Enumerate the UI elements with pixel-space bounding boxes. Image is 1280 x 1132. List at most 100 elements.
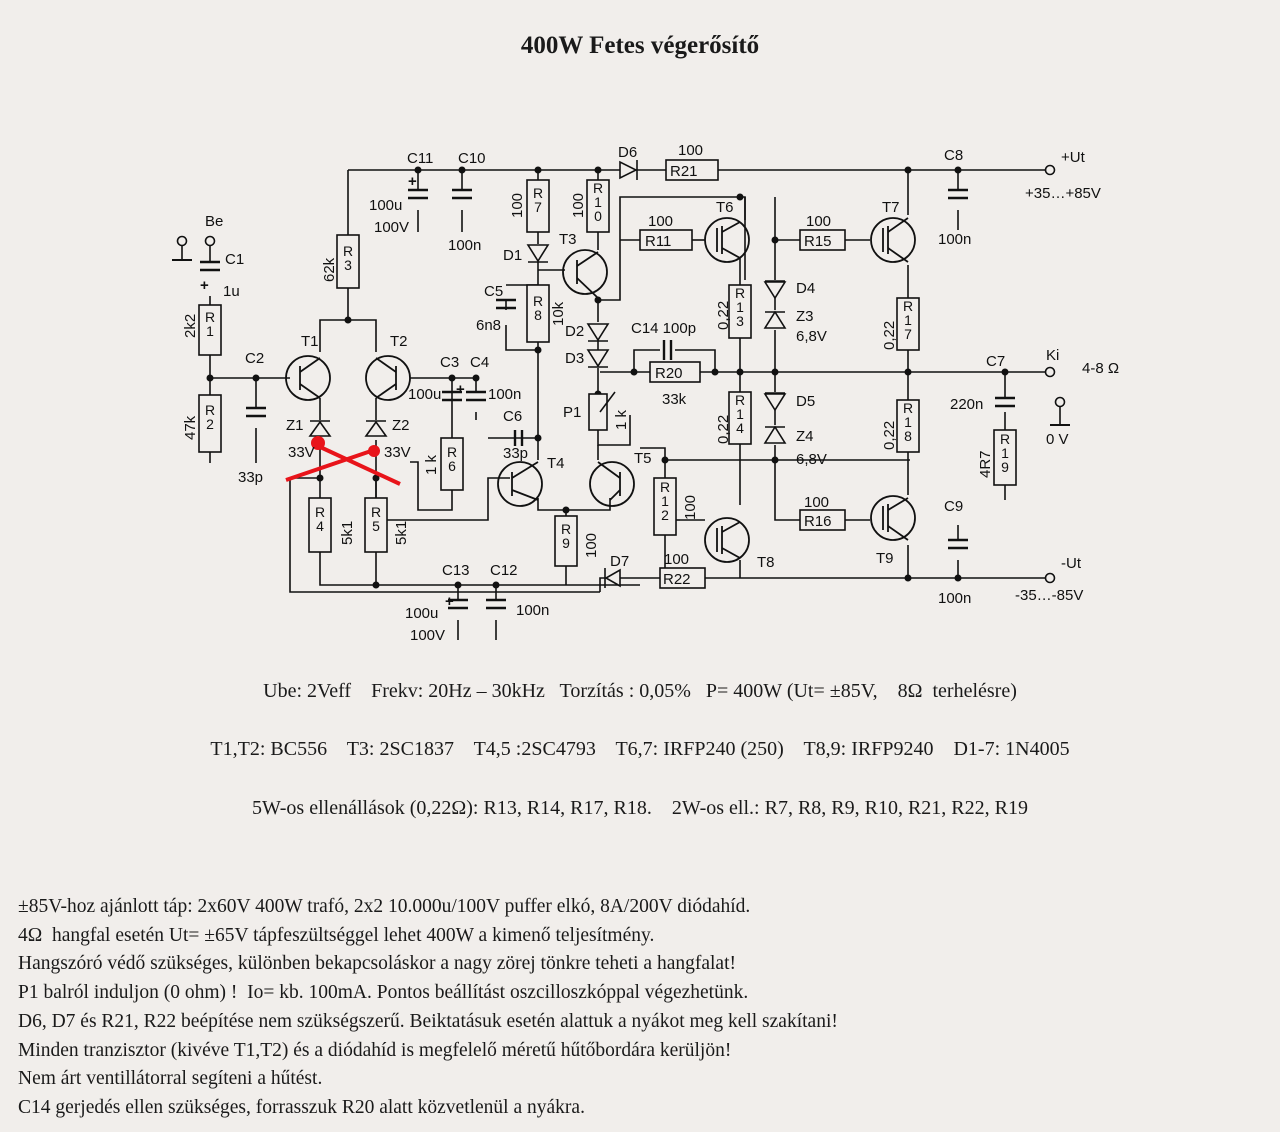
note-line: Hangszóró védő szükséges, különben bekap… [18,953,736,975]
lbl-t8: T8 [757,554,775,571]
lbl-c6: C6 [503,408,522,425]
lbl-c2-val: 33p [238,469,263,486]
lbl-d2: D2 [565,323,584,340]
lbl-r16-val: 100 [804,494,829,511]
spec-line-3: 5W-os ellenállások (0,22Ω): R13, R14, R1… [252,797,1028,819]
svg-text:+: + [445,593,454,610]
resistors [198,159,1017,589]
lbl-r21-val: 100 [678,142,703,159]
lbl-r6-val: 1 k [423,454,440,475]
note-line: C14 gerjedés ellen szükséges, forrasszuk… [18,1096,585,1118]
lbl-c12: C12 [490,562,518,579]
red-cross-mark [285,436,401,486]
lbl-t1: T1 [301,333,319,350]
lbl-r4-val: 5k1 [339,521,356,545]
lbl-r21: R21 [670,163,698,180]
lbl-ki-val: 4-8 Ω [1082,360,1119,377]
component-labels: Be C1 1u 2k2 C2 33p 47k 62k T1 T2 Z1 Z2 … [182,142,1119,644]
lbl-c13-val2: 100V [410,627,445,644]
lbl-c14: C14 100p [631,320,696,337]
spec-line-2: T1,T2: BC556 T3: 2SC1837 T4,5 :2SC4793 T… [210,738,1070,760]
lbl-c4-val: 100n [488,386,521,403]
lbl-c9: C9 [944,498,963,515]
page-title: 400W Fetes végerősítő [520,32,760,59]
lbl-c13-val1: 100u [405,605,438,622]
note-line: D6, D7 és R21, R22 beépítése nem szükség… [18,1010,838,1032]
lbl-c9-val: 100n [938,590,971,607]
lbl-c8-val: 100n [938,231,971,248]
lbl-c3-val: 100u [408,386,441,403]
lbl-r22-val: 100 [664,551,689,568]
lbl-c13: C13 [442,562,470,579]
lbl-c1: C1 [225,251,244,268]
lbl-t3: T3 [559,231,577,248]
lbl-r17-val: 0,22 [881,321,898,350]
lbl-r18-val: 0,22 [881,421,898,450]
lbl-r20: R20 [655,365,683,382]
lbl-r15-val: 100 [806,213,831,230]
lbl-ki: Ki [1046,347,1059,364]
wires [181,169,1061,640]
lbl-r16: R16 [804,513,832,530]
lbl-t6: T6 [716,199,734,216]
lbl-plus-ut: +Ut [1061,149,1086,166]
circuit-schematic: Be C1 1u 2k2 C2 33p 47k 62k T1 T2 Z1 Z2 … [172,142,1119,644]
lbl-c11: C11 [407,150,433,167]
lbl-d5: D5 [796,393,815,410]
lbl-r10-val: 100 [570,193,587,218]
svg-text:+: + [456,381,465,398]
lbl-r11-val: 100 [648,213,673,230]
spec-line-1: Ube: 2Veff Frekv: 20Hz – 30kHz Torzítás … [263,680,1017,702]
lbl-r5-val: 5k1 [393,521,410,545]
lbl-t2: T2 [390,333,408,350]
svg-text:+: + [408,173,417,190]
lbl-c10: C10 [458,150,486,167]
p1-wiper [599,391,616,413]
lbl-c8: C8 [944,147,963,164]
terminals [176,164,1066,584]
lbl-c11-val2: 100V [374,219,409,236]
lbl-r14-val: 0,22 [715,415,732,444]
lbl-t4: T4 [547,455,565,472]
lbl-minus-range: -35…-85V [1015,587,1083,604]
lbl-t9: T9 [876,550,894,567]
polarity-marks: + + + + [200,173,465,610]
ground-marks [172,259,1070,426]
lbl-c3: C3 [440,354,459,371]
svg-text:+: + [200,277,209,294]
diodes [308,160,787,588]
lbl-z4-val: 6,8V [796,451,827,468]
lbl-d7: D7 [610,553,629,570]
lbl-z4: Z4 [796,428,814,445]
lbl-p1: P1 [563,404,581,421]
junction-dots [206,166,1009,589]
lbl-r15: R15 [804,233,832,250]
capacitors [200,188,1015,610]
lbl-c2: C2 [245,350,264,367]
lbl-r8-val: 10k [550,301,567,326]
notes-block: ±85V-hoz ajánlott táp: 2x60V 400W trafó,… [18,893,838,1123]
note-line: Minden tranzisztor (kivéve T1,T2) és a d… [18,1039,732,1061]
note-line: ±85V-hoz ajánlott táp: 2x60V 400W trafó,… [18,896,751,917]
lbl-c7: C7 [986,353,1005,370]
lbl-r7-val: 100 [509,193,526,218]
lbl-r22: R22 [663,571,691,588]
lbl-z2: Z2 [392,417,410,434]
lbl-be: Be [205,213,223,230]
lbl-p1-val: 1 k [613,409,630,430]
